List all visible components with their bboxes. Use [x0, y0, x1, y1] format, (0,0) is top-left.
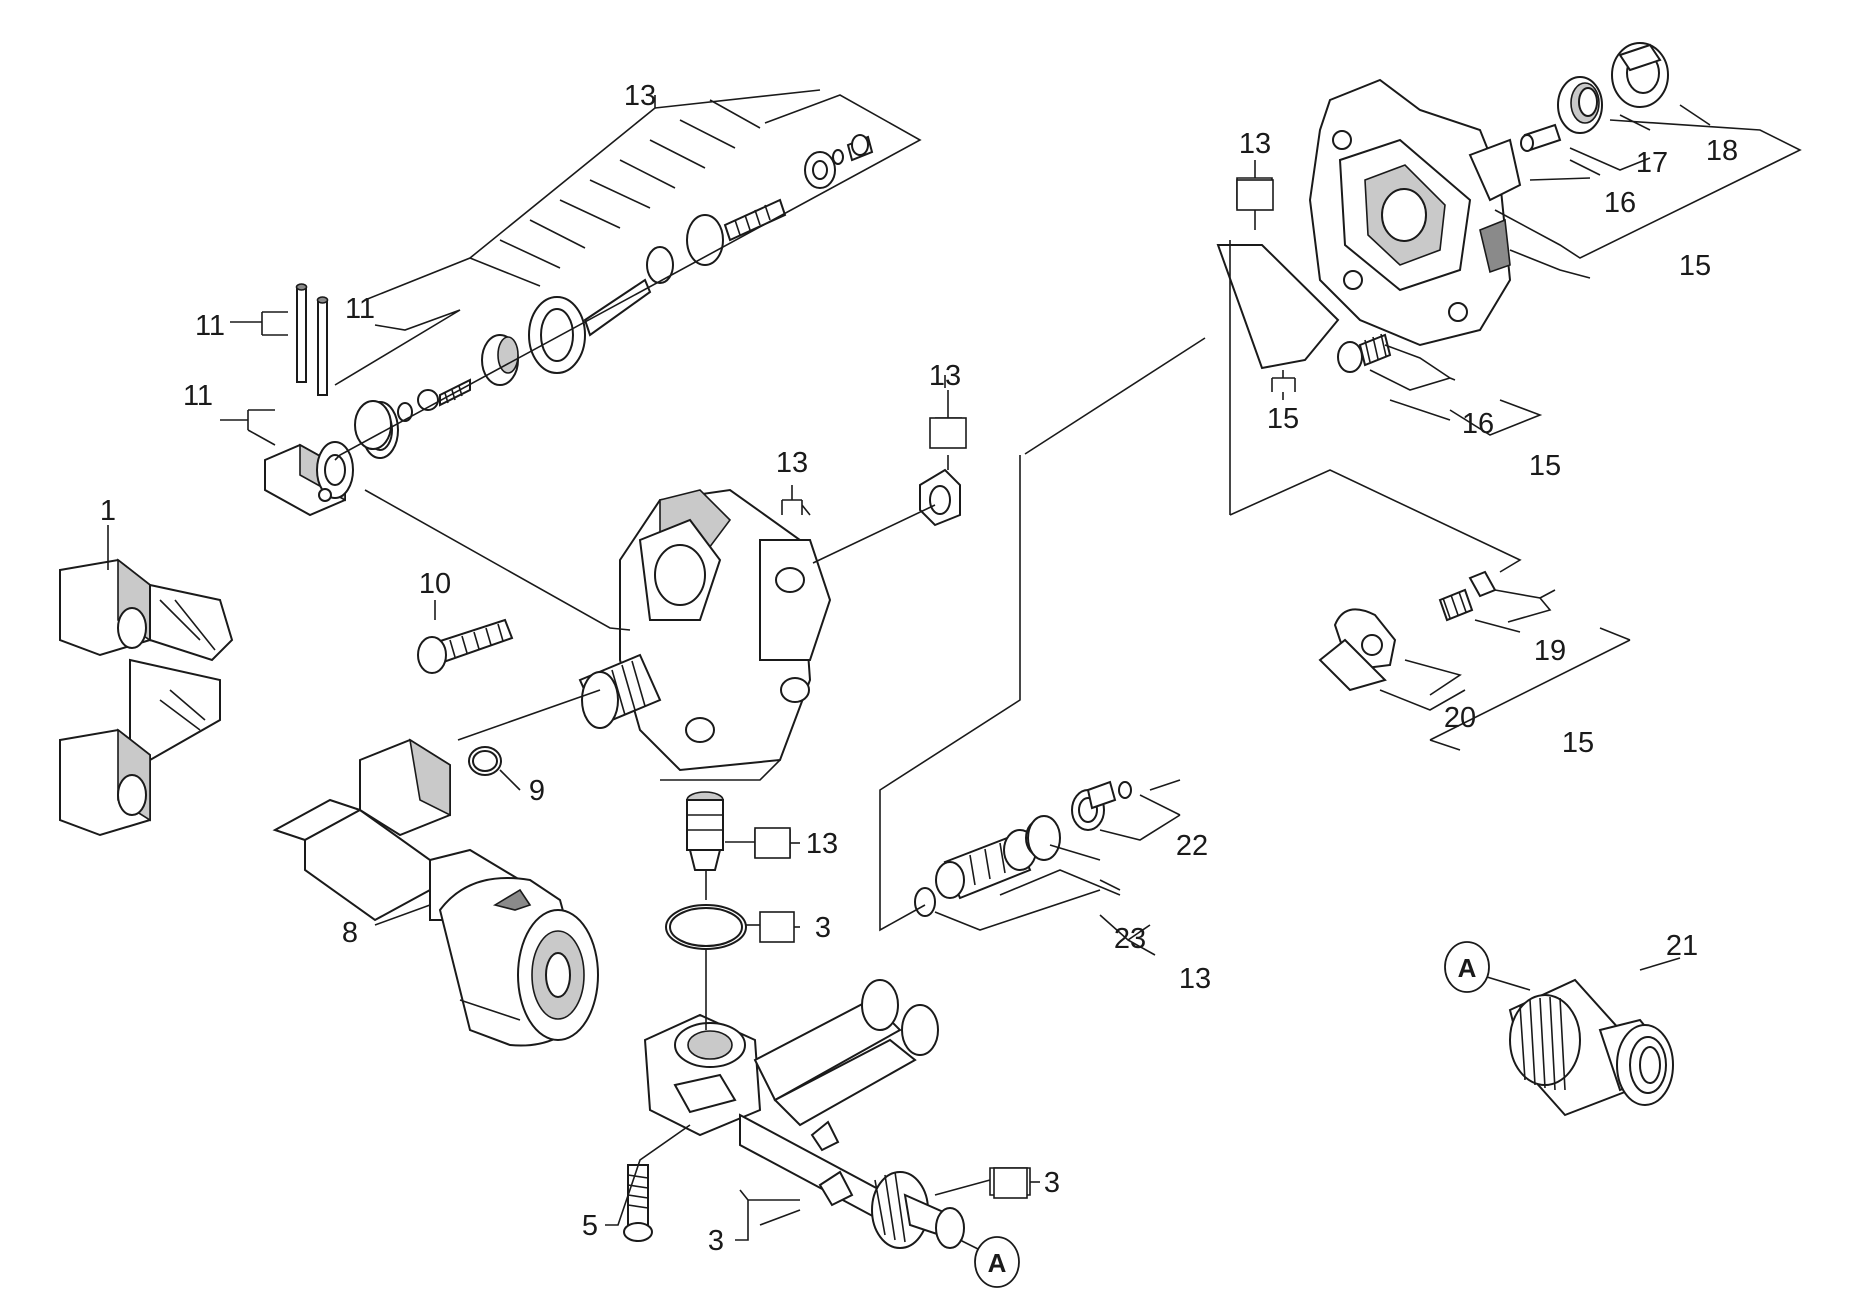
- callout-1: 1: [100, 495, 116, 527]
- marker-a-bottom: A: [974, 1236, 1020, 1288]
- part-8-hose-connector: [272, 738, 599, 1047]
- callout-16-top: 16: [1604, 187, 1636, 219]
- box-7: [754, 827, 791, 859]
- marker-a-right-text: A: [1458, 953, 1477, 983]
- box-4: [993, 1167, 1028, 1199]
- callout-11-left: 11: [195, 310, 225, 342]
- callout-13-head: 13: [776, 447, 808, 479]
- part-13-valve-components: [361, 134, 874, 459]
- part-22-sleeve: [1071, 780, 1132, 831]
- callout-13-valve: 13: [806, 828, 838, 860]
- pump-head-housing: [578, 488, 832, 781]
- part-14-seal: [1216, 244, 1340, 370]
- leader-lines: [107, 89, 1802, 1251]
- marker-a-bottom-text: A: [988, 1248, 1007, 1278]
- callout-5: 5: [582, 1210, 598, 1242]
- part-9-o-ring: [468, 746, 502, 776]
- part-10-screw: [417, 618, 514, 674]
- part-16-pin: [1520, 123, 1562, 152]
- connection-markers: A A: [974, 941, 1490, 1288]
- inlet-manifold: [643, 979, 965, 1249]
- callout-15-seal: 15: [1267, 403, 1299, 435]
- callout-19: 19: [1534, 635, 1566, 667]
- part-17-bearing: [1557, 76, 1603, 134]
- part-6-o-ring: [665, 904, 747, 950]
- callout-3-bottom: 3: [708, 1225, 724, 1257]
- callout-20: 20: [1444, 702, 1476, 734]
- callout-17: 17: [1636, 147, 1668, 179]
- part-23-check-valve: [914, 815, 1061, 917]
- callout-3-mid: 3: [815, 912, 831, 944]
- callout-10: 10: [419, 568, 451, 600]
- part-7-valve: [686, 791, 724, 871]
- box-6: [759, 911, 795, 943]
- callout-23: 23: [1114, 923, 1146, 955]
- callout-13-top: 13: [624, 80, 656, 112]
- part-11-rods: [295, 283, 329, 396]
- callout-21: 21: [1666, 930, 1698, 962]
- part-21-coupling: [1508, 978, 1674, 1117]
- callout-8: 8: [342, 917, 358, 949]
- callout-16-bottom: 16: [1462, 408, 1494, 440]
- callout-13-right: 13: [1239, 128, 1271, 160]
- callout-15-bottom: 15: [1562, 727, 1594, 759]
- part-16-spring: [1337, 333, 1392, 373]
- callout-18: 18: [1706, 135, 1738, 167]
- part-11-valve-block: [264, 441, 354, 517]
- box-14: [1236, 179, 1274, 211]
- callout-13-clip: 13: [929, 360, 961, 392]
- part-1-holder-bracket: [59, 558, 234, 837]
- callout-15-top: 15: [1679, 250, 1711, 282]
- marker-a-right: A: [1444, 941, 1490, 993]
- callout-11-mid: 11: [345, 293, 375, 325]
- callout-9: 9: [529, 775, 545, 807]
- callout-15-mid: 15: [1529, 450, 1561, 482]
- part-19-valve-spring: [1438, 570, 1497, 622]
- callout-22: 22: [1176, 830, 1208, 862]
- callout-13-bottom: 13: [1179, 963, 1211, 995]
- part-20-gasket: [1318, 608, 1397, 692]
- part-5-screw: [623, 1164, 653, 1242]
- part-18-cap: [1611, 42, 1669, 108]
- box-24: [929, 417, 967, 449]
- part-o-ring-11: [354, 400, 392, 450]
- cylinder-head: [1308, 78, 1522, 347]
- label-boxes: [754, 179, 1274, 1199]
- callout-11-bottom: 11: [183, 380, 213, 412]
- part-24-clip: [919, 468, 961, 527]
- callout-3-right: 3: [1044, 1167, 1060, 1199]
